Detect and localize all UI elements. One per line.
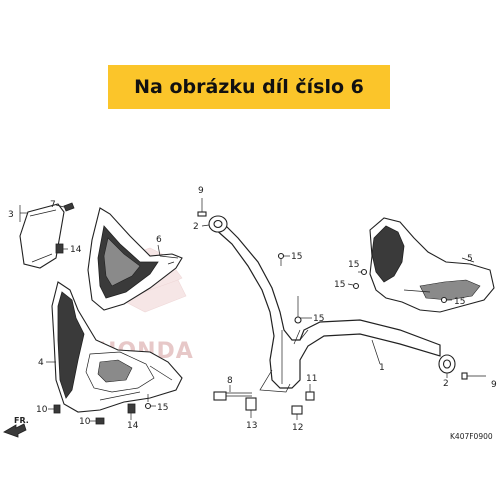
callout-15-rear-mid: 15 — [334, 280, 345, 290]
part-12-nut — [291, 405, 303, 420]
callout-11: 11 — [306, 374, 317, 384]
callout-15-rear-left: 15 — [348, 260, 359, 270]
part-15-screw-left — [144, 394, 156, 410]
part-14-clip-upper — [55, 243, 68, 254]
part-15-screw-upper — [277, 252, 290, 266]
front-direction-label: FR. — [14, 416, 29, 425]
part-15-screw-rear-bottom — [440, 296, 452, 304]
callout-15-upper: 15 — [291, 252, 302, 262]
part-1-handlebar — [213, 221, 441, 393]
part-4-inner-cover — [51, 281, 183, 413]
callout-14-lower: 14 — [127, 421, 139, 431]
callout-13: 13 — [246, 421, 257, 431]
callout-5: 5 — [467, 254, 473, 264]
callout-14-upper: 14 — [70, 245, 82, 255]
callout-15-mid: 15 — [313, 314, 324, 324]
part-8-bolt — [213, 385, 252, 401]
callout-9-top: 9 — [198, 186, 204, 196]
part-14-clip-lower — [127, 403, 136, 420]
callout-15-left: 15 — [157, 403, 168, 413]
callout-15-rear-bottom: 15 — [454, 297, 465, 307]
callout-3: 3 — [8, 210, 14, 220]
part-11-nut — [305, 384, 315, 401]
callout-8: 8 — [227, 376, 233, 386]
part-5-rear-cover — [369, 217, 495, 313]
part-9-bolt-right — [461, 372, 486, 380]
part-13-bracket — [245, 397, 257, 418]
part-3-upper-cover — [19, 203, 65, 269]
part-9-bolt-left — [197, 198, 207, 217]
callout-1: 1 — [379, 363, 385, 373]
callout-9-right: 9 — [491, 380, 497, 390]
callout-12: 12 — [292, 423, 303, 433]
callout-2-left: 2 — [193, 222, 199, 232]
callout-10-left: 10 — [36, 405, 48, 415]
part-10-clip-bottom — [90, 417, 105, 425]
part-2-grip-left — [201, 215, 228, 233]
part-6-front-cover — [87, 207, 183, 311]
part-7-clip — [55, 202, 75, 212]
part-number-banner: Na obrázku díl číslo 6 — [108, 65, 390, 109]
part-10-clip-left — [48, 404, 61, 414]
callout-10-bottom: 10 — [79, 417, 91, 427]
part-15-screw-rear-left — [358, 268, 368, 276]
diagram-code: K407F0900 — [450, 432, 493, 441]
callout-7: 7 — [50, 200, 56, 210]
callout-4: 4 — [38, 358, 44, 368]
callout-2-right: 2 — [443, 379, 449, 389]
part-2-grip-right — [438, 354, 456, 378]
callout-6: 6 — [156, 235, 162, 245]
front-direction-arrow — [3, 423, 27, 438]
part-15-screw-rear-mid — [347, 282, 360, 290]
